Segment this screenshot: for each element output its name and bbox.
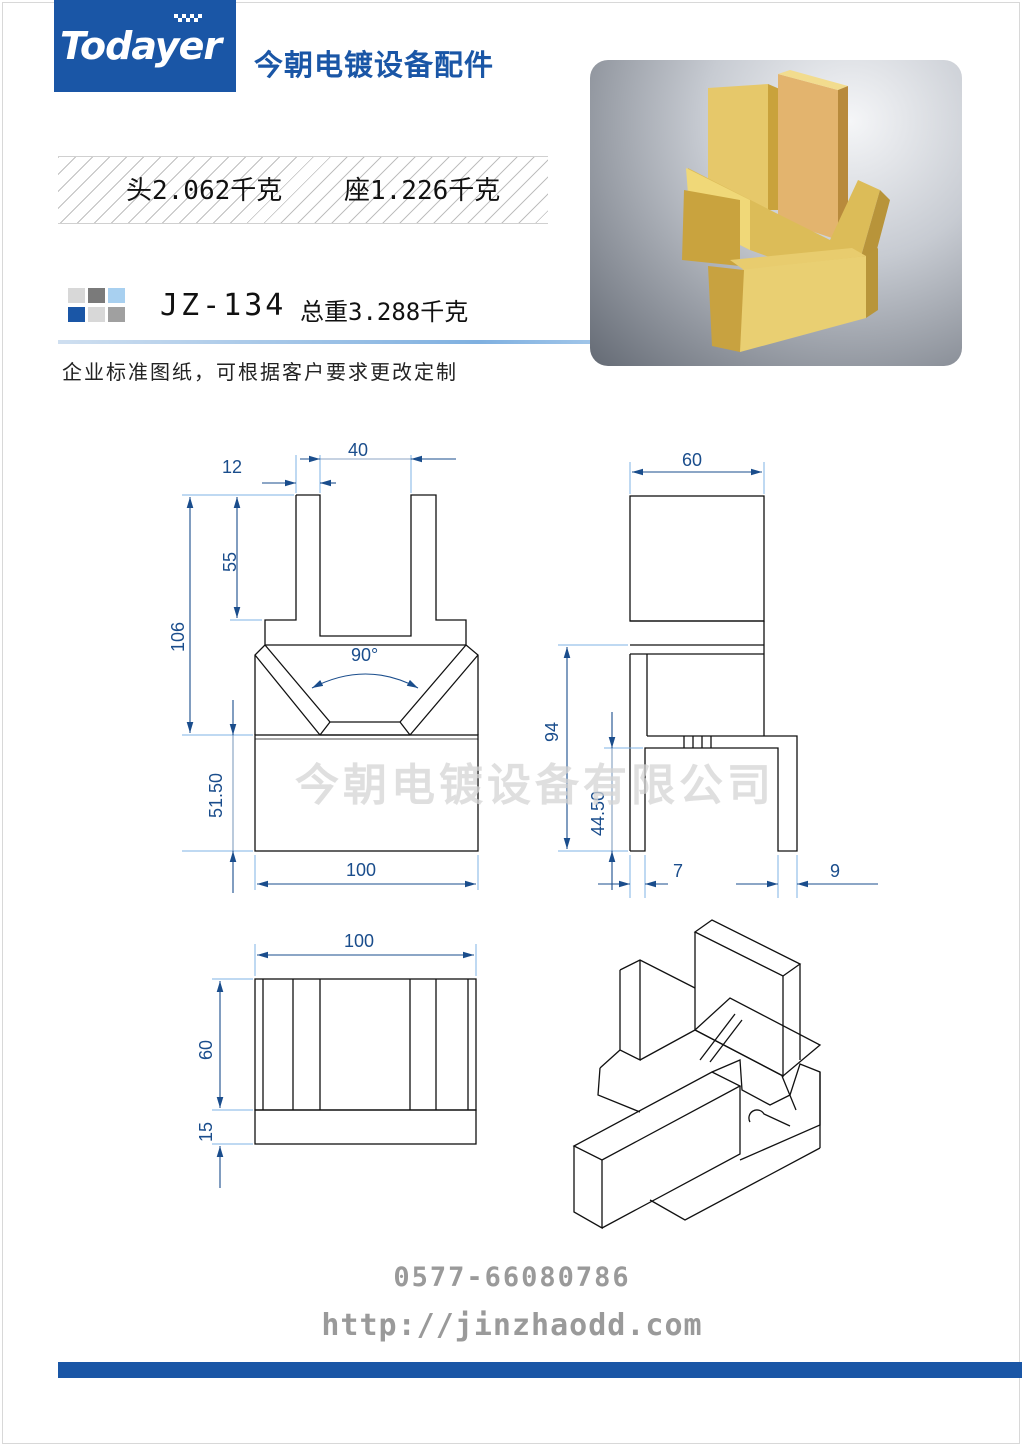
product-model: JZ-134 [160,288,287,323]
watermark: 今朝电镀设备有限公司 [295,760,775,811]
front-dimension-arrows [186,455,476,893]
logo-text: Todayer [60,24,222,68]
side-dimensions [558,462,798,898]
seat-weight: 座1.226千克 [344,176,501,206]
dim-55: 55 [220,552,240,572]
divider [58,340,758,344]
isometric-view [572,919,822,1230]
checker-icon [174,14,202,22]
brand-logo: Todayer [54,0,236,92]
product-photo [590,60,962,366]
dim-51-50: 51.50 [206,773,226,818]
dim-12: 12 [222,457,242,477]
dim-15: 15 [196,1122,216,1142]
side-view [629,495,798,852]
dim-94: 94 [542,722,562,742]
front-dimensions [182,455,479,890]
phone-number: 0577-66080786 [393,1262,631,1293]
dim-44-50: 44.50 [588,791,608,836]
top-dimension-arrows [216,951,474,1188]
dim-100-top: 100 [344,931,374,951]
company-name: 今朝电镀设备配件 [254,48,495,82]
weights-row: 头2.062千克 座1.226千克 [60,164,550,208]
total-weight: 总重3.288千克 [300,298,469,326]
dim-40: 40 [348,440,368,460]
footer-bar [58,1362,1022,1378]
customization-note: 企业标准图纸，可根据客户要求更改定制 [62,360,458,384]
dim-106: 106 [168,622,188,652]
dim-9: 9 [830,861,840,881]
side-dimension-arrows [563,468,878,890]
top-dimensions [212,944,477,1145]
top-view [254,978,477,1145]
front-view [254,494,479,852]
dim-7: 7 [673,861,683,881]
website-url[interactable]: http://jinzhaodd.com [321,1308,703,1343]
dim-60-top: 60 [196,1040,216,1060]
head-weight: 头2.062千克 [126,176,283,206]
weight-banner [58,156,548,224]
dim-60-side: 60 [682,450,702,470]
dim-angle: 90° [351,645,378,665]
dim-100-front: 100 [346,860,376,880]
